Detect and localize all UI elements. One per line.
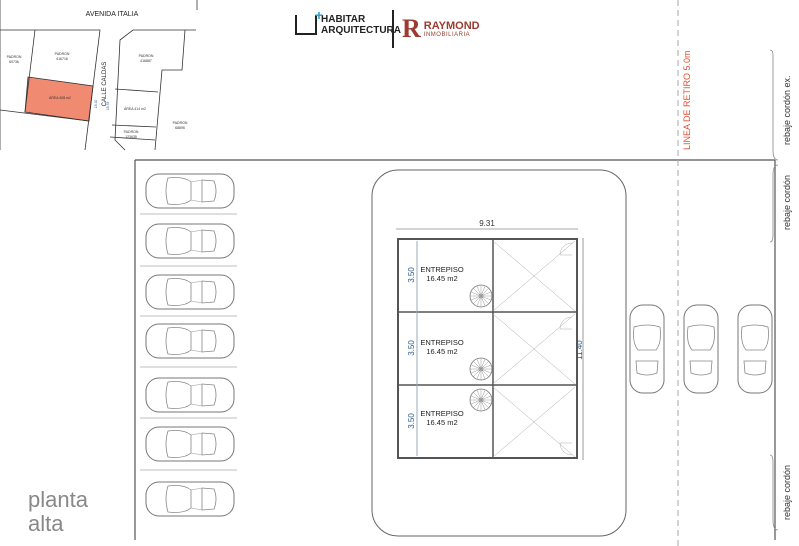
- car-icon: [145, 426, 235, 462]
- building: 9.31 11.40 ENTREPISO 16.45 m2 ENTREPISO …: [396, 219, 584, 460]
- car-icon: [629, 304, 665, 394]
- unit-name: ENTREPISO: [420, 265, 464, 274]
- selected-area-label: ÁREA 408 m2: [49, 96, 71, 100]
- spiral-stair-icon: [469, 388, 493, 412]
- car-icon: [145, 173, 235, 209]
- lot-number: 416716: [56, 57, 68, 61]
- site-plan: [0, 0, 198, 151]
- curb-label: rebaje cordón: [782, 465, 792, 520]
- unit-width: 3.50: [407, 413, 416, 429]
- raymond-mark: R: [402, 14, 421, 43]
- lot-number: 123635: [125, 135, 137, 139]
- building-footprint: [371, 169, 627, 537]
- car-icon: [737, 304, 773, 394]
- unit-area: 16.45 m2: [426, 418, 457, 427]
- lot-label: PADRON: [139, 54, 154, 58]
- raymond-logo: R RAYMOND INMOBILIARIA: [402, 14, 480, 44]
- car-icon: [145, 481, 235, 517]
- unit-name: ENTREPISO: [420, 409, 464, 418]
- raymond-sub: INMOBILIARIA: [423, 31, 471, 38]
- street-avenida-italia: AVENIDA ITALIA: [86, 11, 139, 18]
- logo-divider: [392, 10, 394, 48]
- setback-label: LINEA DE RETIRO 5.0m: [682, 50, 692, 150]
- lot-boundary: [134, 159, 776, 540]
- habitar-logo: + HABITAR ARQUITECTURA: [295, 7, 401, 36]
- lot-label: PADRON: [7, 55, 22, 59]
- parking-left: [140, 173, 237, 517]
- spiral-stair-icon: [469, 284, 493, 308]
- parking-right: [629, 304, 773, 394]
- lot-label: PADRON: [55, 52, 70, 56]
- unit-width: 3.50: [407, 340, 416, 356]
- frontage-left: 18.10: [94, 100, 98, 109]
- curb-ex-label: rebaje cordón ex.: [782, 75, 792, 145]
- car-icon: [683, 304, 719, 394]
- frontage-right: 18.33: [106, 102, 110, 111]
- lot-number: 60736: [9, 60, 19, 64]
- habitar-mark-icon: +: [295, 7, 323, 35]
- curb-label: rebaje cordón: [782, 175, 792, 230]
- spiral-stair-icon: [469, 357, 493, 381]
- lot-label: PADRON: [173, 121, 188, 125]
- car-icon: [145, 223, 235, 259]
- car-icon: [145, 274, 235, 310]
- plan-title-line1: planta: [28, 487, 88, 512]
- lot-number: 68895: [175, 126, 185, 130]
- other-area-label: ÁREA 414 m2: [124, 107, 146, 111]
- car-icon: [145, 377, 235, 413]
- plan-title: planta alta: [28, 488, 88, 536]
- habitar-line2: ARQUITECTURA: [321, 25, 401, 36]
- building-width: 9.31: [479, 219, 495, 228]
- lot-number: 416887: [140, 59, 152, 63]
- lot-label: PADRON: [124, 130, 139, 134]
- plan-title-line2: alta: [28, 511, 64, 536]
- building-depth: 11.40: [575, 340, 584, 360]
- car-icon: [145, 323, 235, 359]
- unit-width: 3.50: [407, 267, 416, 283]
- unit-area: 16.45 m2: [426, 274, 457, 283]
- unit-area: 16.45 m2: [426, 347, 457, 356]
- habitar-line1: HABITAR: [321, 14, 366, 25]
- street-calle-caldas: CALLE CALDAS: [102, 62, 108, 107]
- raymond-name: RAYMOND: [423, 19, 480, 32]
- unit-name: ENTREPISO: [420, 338, 464, 347]
